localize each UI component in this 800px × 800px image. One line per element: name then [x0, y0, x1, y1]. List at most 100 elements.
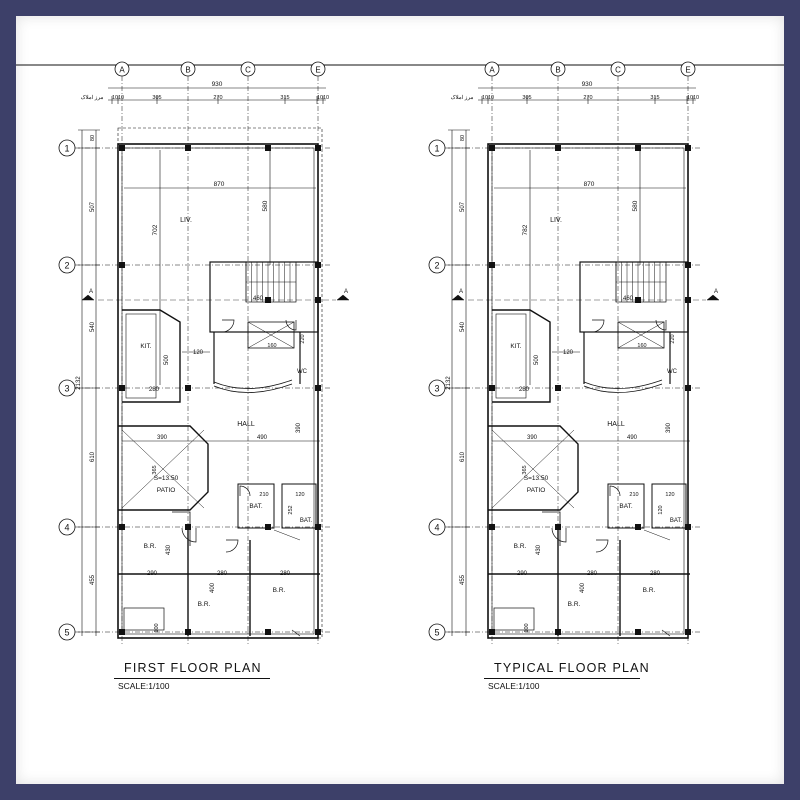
- structural-column: [265, 524, 271, 530]
- liv-height-dim: 782: [522, 224, 529, 235]
- structural-column: [185, 385, 191, 391]
- left-dim-value: 610: [90, 451, 96, 462]
- left-total-dim: 2132: [446, 376, 452, 390]
- grid-column-letter: E: [315, 66, 320, 75]
- grid-column-letter: B: [185, 66, 190, 75]
- section-marker-arrow: [336, 294, 350, 301]
- elevator-x: [247, 321, 295, 349]
- grid-row-number: 1: [434, 144, 439, 154]
- section-marker-label: A: [459, 289, 463, 295]
- grid-column-letter: A: [489, 66, 495, 75]
- top-dim-value: 10: [488, 95, 494, 101]
- structural-column: [555, 385, 561, 391]
- hall-curved-wall: [213, 383, 293, 393]
- top-dim-value: 270: [213, 95, 222, 101]
- grid-column-letter: E: [685, 66, 690, 75]
- room-label-br2: B.R.: [198, 601, 211, 608]
- elevator-shaft: [247, 321, 295, 349]
- hall-dim-390: 390: [157, 435, 168, 441]
- hall-curved-wall: [583, 383, 663, 393]
- room-label-patio: PATIO: [157, 487, 176, 494]
- room-label-wc: WC: [667, 369, 678, 375]
- grid-row-number: 2: [434, 261, 439, 271]
- bathroom-wall: [237, 483, 275, 529]
- structural-column: [489, 629, 495, 635]
- grid-row-number: 3: [434, 384, 439, 394]
- grid-row-number: 5: [434, 628, 439, 638]
- br1-dim-290: 290: [517, 571, 528, 577]
- kitchen-dim: 500: [164, 354, 170, 365]
- structural-column: [489, 524, 495, 530]
- door-swing: [609, 485, 621, 497]
- room-label-patio: PATIO: [527, 487, 546, 494]
- structural-column: [685, 385, 691, 391]
- top-dim-value: 315: [280, 95, 289, 101]
- section-marker-arrow: [706, 294, 720, 301]
- grid-row-number: 2: [64, 261, 69, 271]
- room-label-liv: LIV.: [180, 217, 192, 224]
- bath-dim-252: 120: [658, 505, 664, 514]
- kitchen-wall: [122, 309, 181, 403]
- structural-column: [315, 524, 321, 530]
- structural-column: [315, 385, 321, 391]
- grid-column-letter: A: [119, 66, 125, 75]
- hall-dim-390b: 390: [666, 422, 672, 433]
- room-label-kit: KIT.: [510, 343, 521, 350]
- door-swing: [655, 319, 667, 331]
- left-dim-value: 507: [90, 201, 96, 212]
- plan-title: FIRST FLOOR PLAN: [124, 661, 262, 675]
- top-dim-value: 305: [522, 95, 531, 101]
- bath-dim-252: 252: [288, 505, 294, 514]
- door-frame: [172, 511, 191, 546]
- door-swing: [181, 527, 197, 543]
- bathroom-wall: [607, 483, 645, 529]
- wc-dim: 220: [300, 334, 306, 343]
- top-dim-value: 10: [317, 95, 323, 101]
- section-marker-label: A: [89, 289, 93, 295]
- structural-column: [265, 145, 271, 151]
- plan-title-underline: [114, 678, 270, 679]
- grid-column-letter: C: [245, 66, 251, 75]
- structural-column: [685, 524, 691, 530]
- hall-dim-490: 490: [257, 435, 268, 441]
- elevator-shaft: [617, 321, 665, 349]
- closet-dim: 100: [524, 623, 530, 632]
- door-frame: [542, 511, 561, 546]
- room-label-br1: B.R.: [144, 543, 157, 550]
- top-dim-value: 10: [323, 95, 329, 101]
- liv-depth-dim: 580: [262, 200, 269, 211]
- structural-column: [119, 629, 125, 635]
- room-label-bat: BAT.: [619, 503, 632, 510]
- elevator-dim: 160: [267, 343, 276, 349]
- structural-column: [315, 145, 321, 151]
- br2-dim-280: 280: [217, 571, 228, 577]
- patio-dim: 365: [152, 465, 158, 474]
- top-dim-value: 10: [482, 95, 488, 101]
- br2-dim-400: 400: [210, 582, 216, 593]
- plan-scale: SCALE:1/100: [118, 681, 170, 691]
- bathroom-2-wall: [281, 483, 317, 529]
- left-dim-value: 540: [460, 321, 466, 332]
- structural-column: [555, 145, 561, 151]
- liv-depth-dim: 580: [632, 200, 639, 211]
- grid-row-number: 5: [64, 628, 69, 638]
- room-label-br1: B.R.: [514, 543, 527, 550]
- bath-fixture: [643, 529, 671, 541]
- structural-column: [635, 524, 641, 530]
- hall-dim-390: 390: [527, 435, 538, 441]
- closet: [123, 607, 165, 631]
- top-dim-value: 305: [152, 95, 161, 101]
- bathroom-2-wall: [651, 483, 687, 529]
- elevator-dim: 160: [637, 343, 646, 349]
- hall-curved-wall: [213, 379, 293, 389]
- room-label-br3: B.R.: [643, 587, 656, 594]
- plan-title: TYPICAL FLOOR PLAN: [494, 661, 650, 675]
- grid-row-number: 4: [64, 523, 69, 533]
- stair-enclosure: [579, 261, 689, 333]
- hall-curved-wall: [583, 379, 663, 389]
- section-marker-label: A: [714, 289, 718, 295]
- br2-dim-400: 400: [580, 582, 586, 593]
- section-marker-arrow: [451, 294, 465, 301]
- structural-column: [119, 145, 125, 151]
